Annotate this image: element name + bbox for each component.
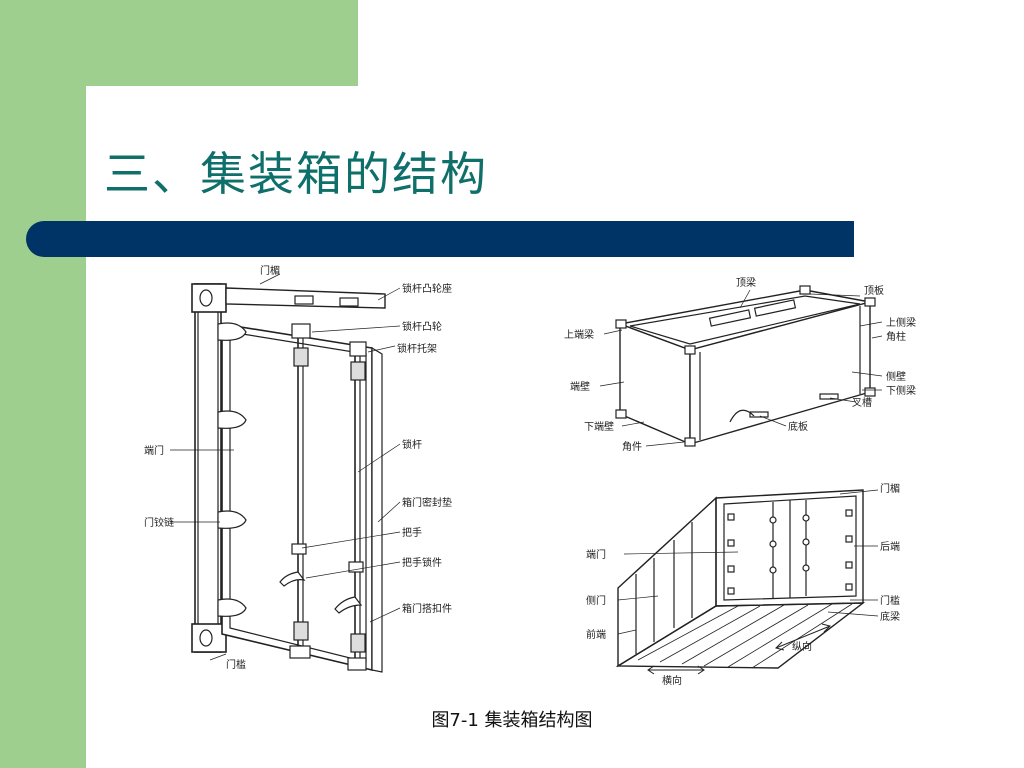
label-ding-liang: 顶梁	[736, 276, 756, 289]
label-shang-duan-liang: 上端梁	[564, 328, 594, 341]
label-ce-bi: 侧壁	[886, 370, 906, 383]
door-diagram: 门楣 锁杆凸轮座 锁杆凸轮 锁杆托架 端门 锁杆 箱门密封垫 门铰链 把手 把手…	[140, 262, 470, 682]
label-men-jiao-lian: 门铰链	[144, 516, 174, 529]
label-suo-gan-tuo-jia: 锁杆托架	[397, 342, 437, 355]
left-accent-bar	[0, 0, 86, 768]
top-accent-bar	[0, 0, 358, 86]
label-ding-ban: 顶板	[864, 284, 884, 297]
label-heng-xiang: 横向	[662, 674, 682, 687]
label-men-mei: 门楣	[260, 264, 280, 277]
label-xia-ce-liang: 下侧梁	[886, 384, 916, 397]
label-jiao-zhu: 角柱	[886, 330, 906, 343]
label-xia-duan-bi: 下端壁	[584, 420, 614, 433]
label-cha-cao: 叉槽	[852, 396, 872, 409]
figure-caption: 图7-1 集装箱结构图	[431, 710, 593, 731]
label-jiao-jian: 角件	[622, 441, 642, 453]
label-ba-shou: 把手	[402, 526, 422, 539]
label-xiang-men-mi-feng-dian: 箱门密封垫	[402, 496, 452, 509]
content-corner	[86, 86, 166, 166]
label-frame-men-mei: 门楣	[880, 482, 900, 495]
label-men-kan: 门槛	[226, 658, 246, 671]
label-xiang-men-da-kou-jian: 箱门搭扣件	[402, 602, 452, 615]
label-zong-xiang: 纵向	[792, 640, 812, 653]
frame-diagram: 门楣 端门 后端 侧门 门槛 前端 底梁 纵向 横向	[578, 478, 918, 688]
label-shang-ce-liang: 上侧梁	[886, 316, 916, 329]
label-suo-gan-tu-lun-zuo: 锁杆凸轮座	[402, 282, 452, 295]
label-ba-shou-suo-jian: 把手锁件	[402, 556, 442, 569]
label-frame-duan-men: 端门	[586, 548, 606, 561]
label-duan-men: 端门	[144, 444, 164, 457]
label-qian-duan: 前端	[586, 628, 606, 641]
label-di-liang: 底梁	[880, 610, 900, 623]
label-di-ban: 底板	[788, 420, 808, 433]
label-ce-men: 侧门	[586, 594, 606, 607]
label-suo-gan: 锁杆	[402, 438, 422, 451]
label-suo-gan-tu-lun: 锁杆凸轮	[402, 320, 442, 333]
box-diagram: 顶梁 顶板 上端梁 上侧梁 角柱 端壁 侧壁 下侧梁 叉槽 下端壁 底板 角件	[560, 272, 930, 457]
label-frame-men-kan: 门槛	[880, 594, 900, 607]
label-hou-duan: 后端	[880, 540, 900, 553]
slide-title: 三、集装箱的结构	[104, 147, 488, 201]
label-duan-bi: 端壁	[570, 380, 590, 393]
title-underline-bar	[26, 221, 854, 257]
